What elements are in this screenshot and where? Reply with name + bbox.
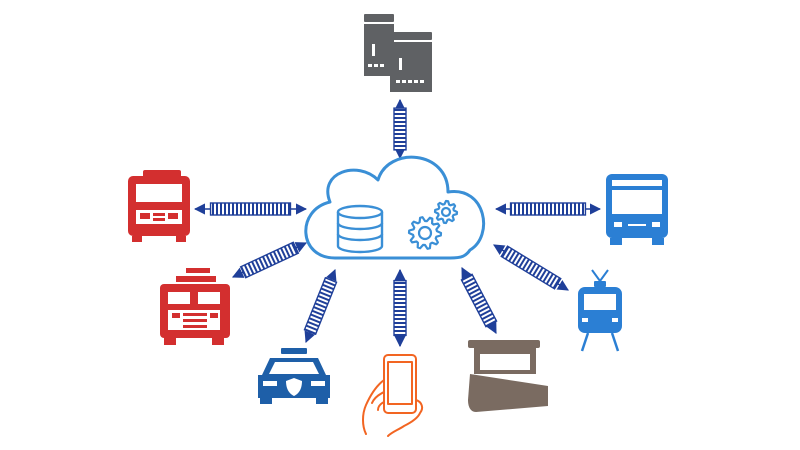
data-stream-bar: [209, 202, 292, 216]
link-ambulance: [193, 202, 308, 216]
data-stream-bar: [239, 241, 300, 279]
links-layer: [193, 98, 602, 348]
hand-smartphone-icon: [362, 354, 424, 437]
gears-icon: [407, 199, 459, 250]
link-bus: [494, 202, 602, 216]
data-stream-bar: [303, 276, 338, 336]
snow-plow-icon: [468, 340, 548, 412]
link-tram: [493, 244, 569, 291]
ambulance-icon: [128, 170, 190, 242]
data-stream-bar: [393, 279, 407, 337]
data-stream-bar: [393, 107, 407, 151]
data-stream-bar: [500, 245, 562, 290]
gear-hub: [417, 225, 433, 241]
police-car-icon: [258, 348, 330, 404]
bus-icon: [606, 174, 668, 245]
cloud-outline: [304, 155, 486, 260]
server-towers-icon: [364, 14, 432, 92]
gear-small-icon: [433, 199, 459, 225]
database-icon: [336, 204, 384, 254]
gear-hub: [440, 206, 452, 218]
data-stream-bar: [509, 202, 587, 216]
cloud-hub-icon: [304, 155, 486, 260]
link-smartphone: [393, 268, 407, 348]
link-fire-truck: [231, 241, 308, 279]
tram-icon: [578, 269, 622, 352]
link-servers: [393, 98, 407, 160]
link-police-car: [303, 268, 338, 344]
gear-large-icon: [407, 216, 443, 250]
fire-truck-icon: [160, 268, 230, 345]
link-snow-plow: [460, 267, 498, 334]
data-stream-bar: [460, 273, 498, 328]
